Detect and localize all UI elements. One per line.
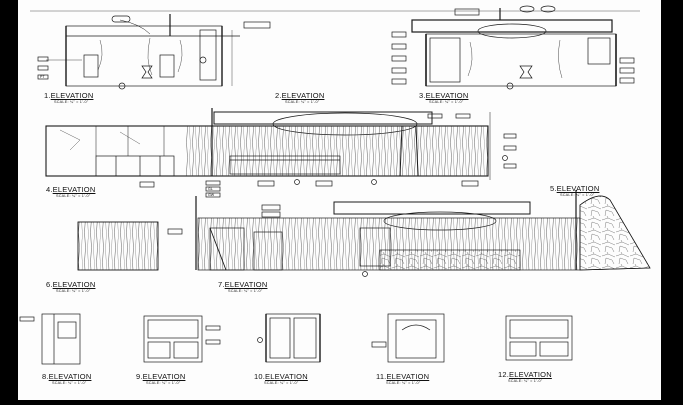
elevation-11 [371, 313, 445, 363]
elevation-9 [143, 315, 221, 363]
elevation-8 [19, 313, 81, 365]
elevation-12 [505, 315, 573, 361]
finish-tag-pt: PT [40, 75, 45, 79]
right-frame [661, 0, 683, 400]
elevation-5-6-7 [77, 190, 651, 277]
finish-tag-gw: GW [208, 193, 215, 197]
elevation-10 [257, 313, 321, 363]
left-frame [0, 0, 18, 400]
elevation-4 [45, 108, 517, 198]
paper [18, 0, 661, 400]
finish-tag-gl: GL [208, 187, 213, 191]
elevation-3 [391, 5, 635, 90]
elevation-1 [37, 14, 271, 90]
